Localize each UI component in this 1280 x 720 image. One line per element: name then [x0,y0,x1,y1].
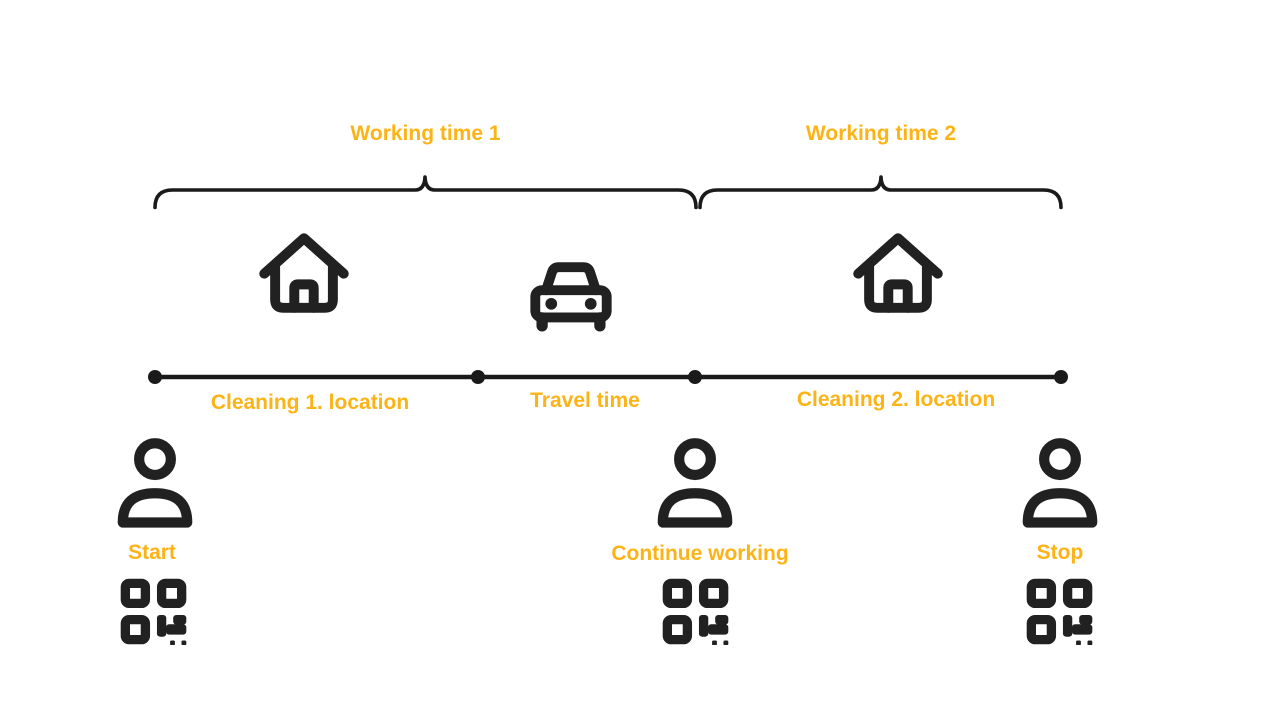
working-time-2-label: Working time 2 [805,122,957,145]
qr-code-icon [662,578,729,645]
timeline-dot [688,370,702,384]
segment-label-travel-time: Travel time [530,389,640,412]
qr-code-icon [1026,578,1093,645]
milestone-label-stop: Stop [1036,541,1084,564]
house-icon [259,233,349,313]
person-icon [1022,438,1098,528]
house-icon [853,233,943,313]
segment-label-cleaning-1: Cleaning 1. location [210,391,410,414]
milestone-label-start: Start [128,541,176,564]
timeline-dot [1054,370,1068,384]
brace-working-time-1 [153,175,698,210]
person-icon [657,438,733,528]
car-icon [530,262,612,332]
timeline-dot [148,370,162,384]
segment-label-cleaning-2: Cleaning 2. location [796,388,996,411]
qr-code-icon [120,578,187,645]
working-time-1-label: Working time 1 [350,122,501,145]
brace-working-time-2 [698,175,1063,210]
timeline-dot [471,370,485,384]
milestone-label-continue-working: Continue working [611,542,789,565]
person-icon [117,438,193,528]
